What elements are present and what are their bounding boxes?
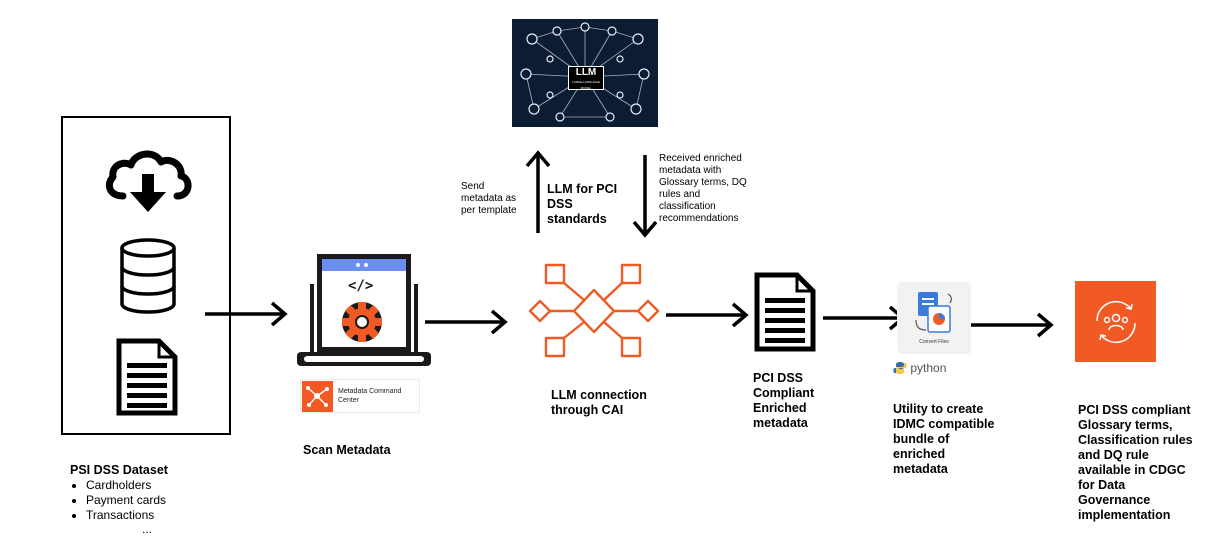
- scan-metadata-label: Scan Metadata: [303, 443, 391, 457]
- neural-network-icon: [520, 22, 650, 122]
- database-icon: [120, 238, 176, 314]
- hub-network-icon: [528, 263, 660, 358]
- llm-badge: LLM LARGE LANGUAGE MODEL: [568, 66, 604, 90]
- list-ellipsis: ...: [142, 522, 153, 536]
- convert-files-caption: Convert Files: [919, 339, 949, 345]
- list-item: Transactions: [86, 508, 168, 523]
- llm-network-image: LLM LARGE LANGUAGE MODEL: [512, 19, 658, 127]
- people-cycle-icon: [1096, 300, 1136, 344]
- arrow-up: [525, 150, 551, 233]
- convert-files-tile: Convert Files: [897, 282, 971, 354]
- svg-text:</>: </>: [348, 278, 373, 294]
- received-metadata-text: Received enriched metadata with Glossary…: [659, 153, 747, 224]
- python-logo: python: [893, 361, 946, 375]
- arrow-right-2: [425, 309, 508, 335]
- list-item: Payment cards: [86, 493, 168, 508]
- arrow-right-5: [971, 312, 1054, 338]
- source-dataset-caption: PSI DSS Dataset Cardholders Payment card…: [70, 463, 168, 535]
- arrow-right-3: [666, 302, 749, 328]
- cai-connection-label: LLM connection through CAI: [551, 388, 647, 417]
- source-dataset-box: [61, 116, 231, 435]
- send-metadata-text: Send metadata as per template: [461, 181, 517, 216]
- utility-label: Utility to create IDMC compatible bundle…: [893, 402, 995, 476]
- python-label: python: [910, 361, 947, 375]
- document-icon: [754, 272, 816, 352]
- enriched-metadata-label: PCI DSS Compliant Enriched metadata: [753, 371, 815, 430]
- list-item: Cardholders: [86, 478, 168, 493]
- convert-files-icon: [915, 292, 952, 333]
- source-dataset-title: PSI DSS Dataset: [70, 463, 168, 477]
- cdgc-label: PCI DSS compliant Glossary terms, Classi…: [1078, 403, 1193, 522]
- llm-center-label: LLM for PCI DSS standards: [547, 182, 618, 226]
- laptop-code-gear-icon: </>: [297, 254, 431, 366]
- metadata-command-center-logo: Metadata Command Center: [300, 379, 420, 413]
- arrow-right-4: [823, 305, 906, 331]
- arrow-right-1: [205, 301, 288, 327]
- cdgc-tile: [1075, 281, 1156, 362]
- arrow-down: [632, 155, 658, 238]
- cloud-download-icon: [105, 150, 192, 212]
- document-icon: [116, 338, 178, 416]
- mcc-logo-mark: [302, 381, 333, 412]
- source-item-list: Cardholders Payment cards Transactions: [70, 478, 168, 523]
- mcc-logo-text: Metadata Command Center: [338, 388, 402, 404]
- python-icon: [893, 362, 907, 374]
- network-icon: [306, 386, 329, 407]
